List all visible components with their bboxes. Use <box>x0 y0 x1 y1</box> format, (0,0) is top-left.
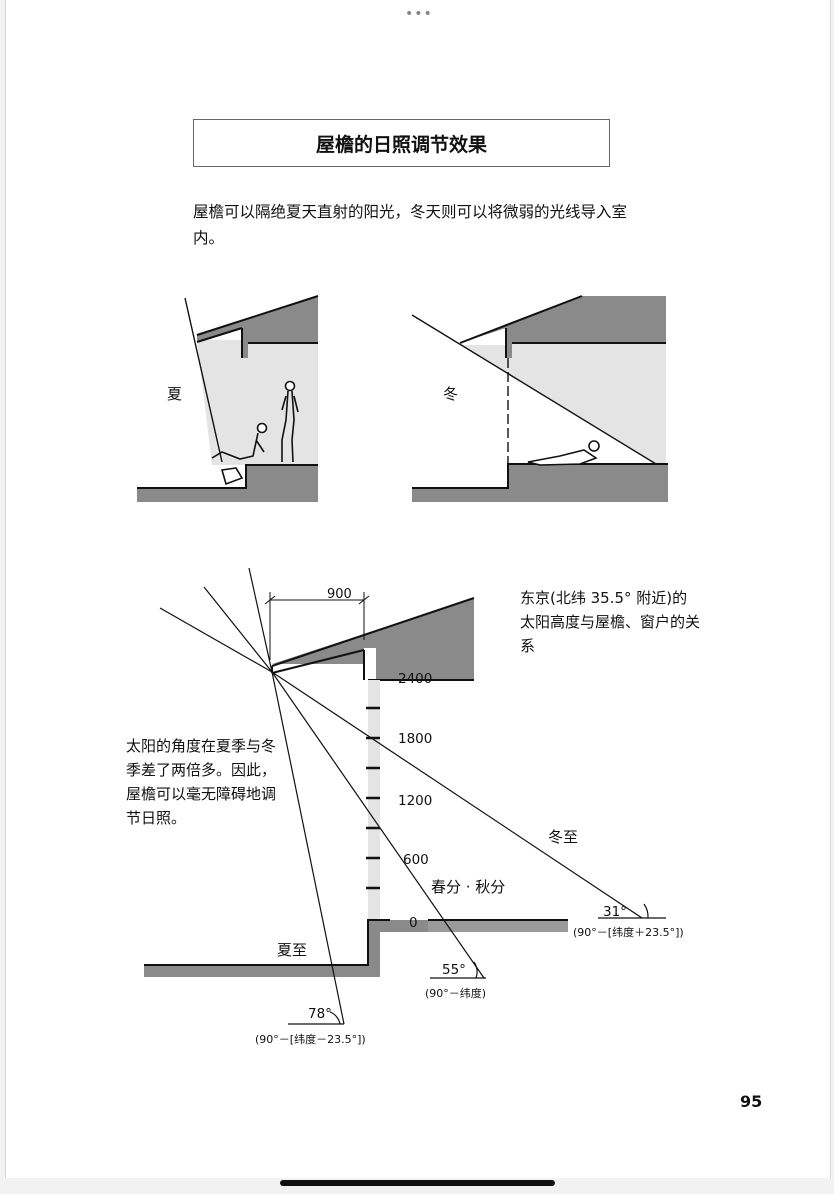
angle-summer: 78° <box>308 1006 332 1022</box>
document-page <box>5 0 831 1178</box>
height-1200: 1200 <box>398 793 432 809</box>
formula-equinox: (90°－纬度) <box>425 986 486 1000</box>
intro-paragraph: 屋檐可以隔绝夏天直射的阳光，冬天则可以将微弱的光线导入室内。 <box>193 203 628 247</box>
height-1800: 1800 <box>398 731 432 747</box>
height-2400: 2400 <box>398 671 432 687</box>
summer-diagram: 夏 <box>137 295 319 502</box>
explanation-note: 太阳的角度在夏季与冬季差了两倍多。因此，屋檐可以毫无障碍地调节日照。 <box>126 737 277 827</box>
winter-label: 冬 <box>443 385 458 403</box>
equinox-label: 春分 · 秋分 <box>431 878 505 896</box>
summer-solstice-label: 夏至 <box>277 941 307 959</box>
winter-solstice-label: 冬至 <box>548 828 578 846</box>
angle-equinox: 55° <box>442 962 466 978</box>
menu-dots-icon[interactable]: ••• <box>405 6 433 22</box>
home-indicator[interactable] <box>280 1180 555 1186</box>
angle-winter: 31° <box>603 904 627 920</box>
height-0: 0 <box>409 915 418 931</box>
formula-summer: (90°－[纬度－23.5°]) <box>255 1032 366 1046</box>
location-note: 东京(北纬 35.5° 附近)的太阳高度与屋檐、窗户的关系 <box>520 589 701 655</box>
page-title: 屋檐的日照调节效果 <box>193 119 610 167</box>
formula-winter: (90°－[纬度＋23.5°]) <box>573 925 684 939</box>
summer-label: 夏 <box>167 385 182 403</box>
sun-angle-diagram: 900 2400 1800 1200 600 0 冬至 春分 · 秋分 夏至 <box>144 567 684 1046</box>
dimension-900: 900 <box>327 587 352 602</box>
height-600: 600 <box>403 852 429 868</box>
page-number: 95 <box>740 1092 763 1111</box>
winter-diagram: 冬 <box>411 295 668 502</box>
